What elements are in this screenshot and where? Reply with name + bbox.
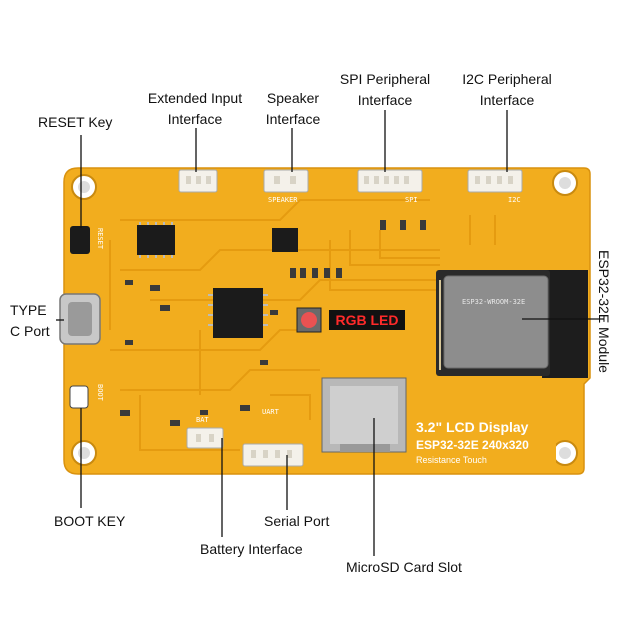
label-esp32-module: ESP32-32E Module — [596, 250, 612, 373]
pcb-board — [63, 167, 591, 475]
reset-key — [70, 226, 90, 254]
silk-bat: BAT — [196, 416, 209, 424]
rgb-led-label: RGB LED — [329, 310, 405, 330]
microsd-card-slot — [321, 377, 407, 453]
label-boot-key: BOOT KEY — [54, 513, 126, 529]
spi-connector — [357, 169, 423, 193]
usb-type-c-port — [59, 293, 101, 345]
silk-i2c: I2C — [508, 196, 521, 204]
lcd-display-title: 3.2" LCD Display — [416, 419, 529, 435]
leader-lines — [56, 110, 604, 556]
passive-components — [120, 220, 426, 426]
speaker-connector — [263, 169, 309, 193]
label-i2c-peripheral: I2C Peripheral Interface — [462, 71, 552, 108]
label-spi-peripheral: SPI Peripheral Interface — [339, 71, 431, 108]
serial-port-connector — [242, 443, 304, 467]
esp32-module — [436, 270, 588, 378]
silk-speaker: SPEAKER — [268, 196, 298, 204]
usb-uart-chip — [137, 225, 175, 255]
label-speaker: Speaker Interface — [265, 90, 321, 127]
label-type-c-port: TYPE C Port — [10, 302, 50, 339]
i2c-connector — [467, 169, 523, 193]
lcd-touch-type: Resistance Touch — [416, 455, 487, 465]
pcb-traces — [109, 199, 496, 451]
silk-uart: UART — [262, 408, 279, 416]
label-extended-input: Extended Input Interface — [147, 90, 243, 127]
amplifier-chip — [272, 228, 298, 252]
label-serial-port: Serial Port — [264, 513, 330, 529]
boot-key — [69, 385, 89, 409]
lcd-label-area — [410, 414, 556, 466]
mounting-holes — [71, 170, 578, 466]
silk-boot: BOOT — [96, 384, 104, 401]
silk-esp32-module: ESP32-WROOM-32E — [462, 298, 526, 306]
extended-input-connector — [178, 169, 218, 193]
lcd-display-subtitle: ESP32-32E 240x320 — [416, 438, 529, 452]
logic-chip — [213, 288, 263, 338]
silk-reset: RESET — [96, 228, 104, 250]
label-microsd-slot: MicroSD Card Slot — [346, 559, 462, 575]
label-battery-interface: Battery Interface — [200, 541, 303, 557]
label-reset-key: RESET Key — [38, 114, 113, 130]
battery-connector — [186, 427, 224, 449]
silk-spi: SPI — [405, 196, 418, 204]
